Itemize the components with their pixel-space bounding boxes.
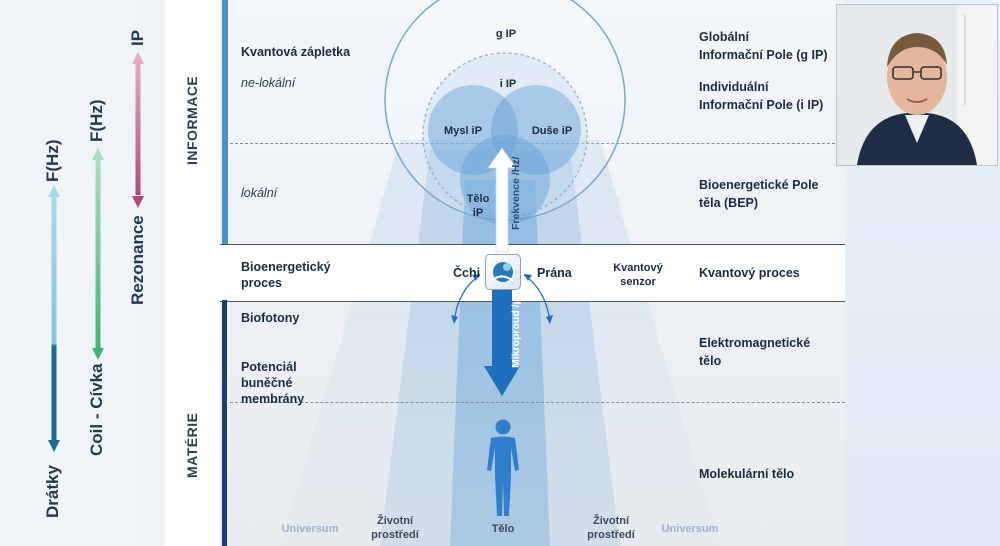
bottom-telo: Tělo <box>491 523 515 535</box>
rezonance-arrow <box>132 52 144 208</box>
right-molekularni: Molekulární tělo <box>699 467 795 481</box>
left-arrows <box>48 52 144 452</box>
mikroproud-label: Mikroproud /µA/ <box>510 287 522 368</box>
frekvence-arrow <box>487 147 517 253</box>
bottom-universum-right: Universum <box>661 523 719 535</box>
section-materie: MATÉRIE <box>184 412 200 478</box>
dratky-label: Drátky <box>43 465 62 518</box>
bottom-universum-left: Universum <box>281 523 339 535</box>
label-mysl: Mysl iP <box>444 125 482 137</box>
right-kvantovy-proces: Kvantový proces <box>699 266 800 280</box>
rezonance-label: Rezonance <box>128 215 147 305</box>
mind-circle <box>428 85 518 175</box>
section-label-column <box>165 0 220 546</box>
human-body-icon <box>487 419 519 516</box>
cchi-arrow <box>451 274 481 324</box>
label-iip: i IP <box>499 78 517 90</box>
coil-top-label: F(Hz) <box>87 99 106 142</box>
sensor-icon <box>493 262 514 282</box>
section-informace: INFORMACE <box>184 75 200 165</box>
coil-arrow <box>92 148 104 360</box>
label-gip: g IP <box>495 28 517 40</box>
label-cchi: Čchi <box>453 266 481 280</box>
dratky-top-label: F(Hz) <box>43 139 62 182</box>
circles-diagram <box>384 0 626 225</box>
soul-circle <box>491 85 581 175</box>
matter-bar <box>222 300 227 546</box>
dratky-arrow <box>48 185 60 452</box>
information-bar <box>222 0 228 244</box>
label-prana: Prána <box>537 266 572 280</box>
dashed-divider-bottom <box>230 402 845 403</box>
row-nelokalni: ne-lokální <box>241 76 296 90</box>
sensor-logo <box>485 254 521 290</box>
dashed-divider-top <box>230 143 845 144</box>
prana-arrow <box>523 274 553 324</box>
coil-label: Coil - Cívka <box>87 363 106 456</box>
rezonance-top-label: IP <box>128 29 147 46</box>
webcam-video[interactable] <box>836 4 998 166</box>
mikroproud-arrow <box>484 290 520 396</box>
row-lokalni: lokální <box>241 186 278 200</box>
row-biofotony: Biofotony <box>241 311 300 325</box>
presenter-image <box>837 5 997 165</box>
frekvence-label: Frekvence /Hz/ <box>510 156 522 230</box>
label-duse: Duše iP <box>531 125 573 137</box>
row-kvantova: Kvantová zápletka <box>241 45 351 59</box>
central-arrows <box>451 147 553 396</box>
